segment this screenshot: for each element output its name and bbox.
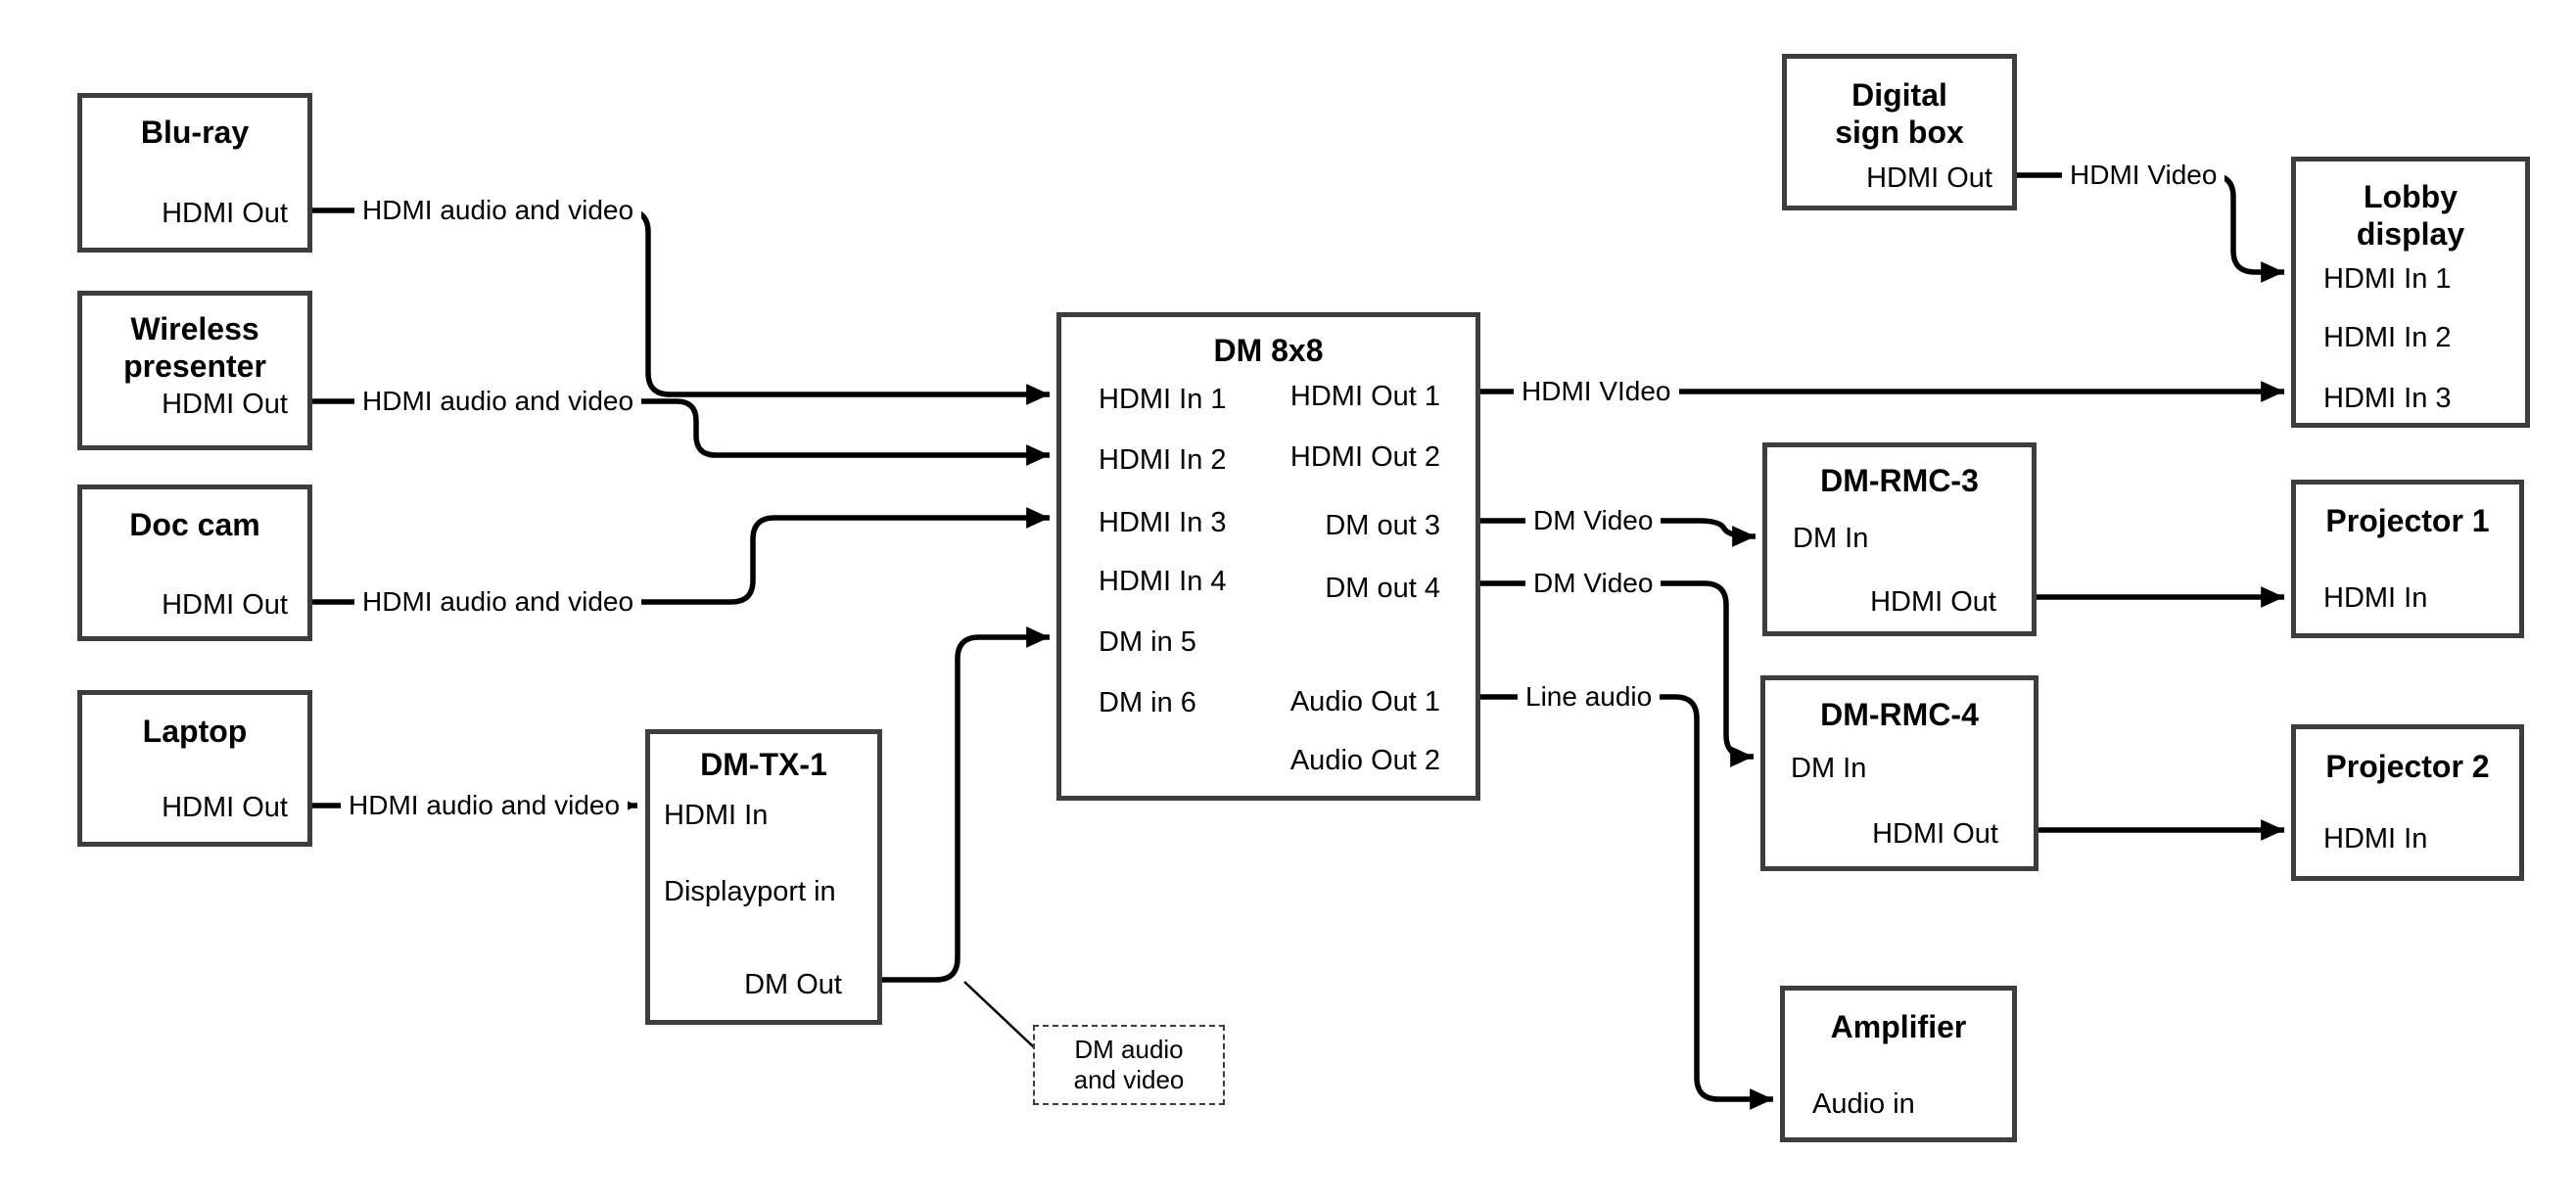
port-hdmi-out-2: HDMI Out 2	[1289, 441, 1440, 473]
port-hdmi-in-2: HDMI In 2	[1099, 444, 1227, 476]
edge-label-dm-video-out3: DM Video	[1525, 504, 1662, 537]
port-audio-in: Audio in	[1812, 1088, 1915, 1120]
node-title: Digital sign box	[1835, 77, 1964, 150]
port-hdmi-out-1: HDMI Out 1	[1289, 381, 1440, 412]
port-hdmi-in-1: HDMI In 1	[2323, 263, 2452, 295]
node-amplifier: Amplifier Audio in	[1780, 986, 2017, 1142]
node-dm-tx-1: DM-TX-1 HDMI In Displayport in DM Out	[645, 729, 882, 1025]
callout-dm-audio-and-video: DM audio and video	[1033, 1025, 1225, 1105]
port-hdmi-in-1: HDMI In 1	[1099, 384, 1227, 415]
edge-dm8x8-dm-out-3-to-rmc3-dm-in	[1480, 518, 1756, 547]
port-hdmi-out: HDMI Out	[1872, 818, 1998, 850]
port-audio-out-1: Audio Out 1	[1289, 686, 1440, 717]
port-audio-out-2: Audio Out 2	[1289, 745, 1440, 776]
port-hdmi-in: HDMI In	[2323, 823, 2428, 855]
port-dm-out-3: DM out 3	[1325, 510, 1440, 541]
node-title: Doc cam	[129, 507, 260, 542]
node-dm-rmc-3: DM-RMC-3 DM In HDMI Out	[1762, 442, 2037, 636]
edge-label-hdmi-audio-video-3: HDMI audio and video	[354, 585, 642, 619]
port-hdmi-out: HDMI Out	[162, 792, 288, 823]
node-title: DM-RMC-4	[1820, 697, 1979, 732]
node-projector-2: Projector 2 HDMI In	[2291, 724, 2524, 881]
callout-leader-line	[963, 981, 1035, 1048]
edge-label-dm-video-out4: DM Video	[1525, 567, 1662, 600]
node-title: DM-RMC-3	[1820, 463, 1979, 498]
edge-label-hdmi-audio-video-1: HDMI audio and video	[354, 194, 642, 227]
node-projector-1: Projector 1 HDMI In	[2291, 480, 2524, 638]
node-title: Wireless presenter	[123, 311, 266, 384]
port-hdmi-in-4: HDMI In 4	[1099, 566, 1227, 597]
edge-label-hdmi-audio-video-2: HDMI audio and video	[354, 385, 642, 418]
node-laptop: Laptop HDMI Out	[77, 690, 312, 847]
port-dm-in-5: DM in 5	[1099, 626, 1196, 658]
node-title: Laptop	[142, 714, 248, 749]
edge-label-hdmi-video-sign: HDMI Video	[2062, 159, 2225, 192]
edge-dm8x8-audio-out-1-to-amplifier	[1480, 694, 1773, 1110]
node-digital-sign-box: Digital sign box HDMI Out	[1782, 54, 2017, 210]
port-hdmi-in-3: HDMI In 3	[1099, 507, 1227, 538]
port-dm-out: DM Out	[744, 969, 842, 1000]
port-dm-in-6: DM in 6	[1099, 687, 1196, 718]
node-wireless-presenter: Wireless presenter HDMI Out	[77, 291, 312, 450]
node-title: DM 8x8	[1213, 333, 1324, 368]
port-hdmi-out: HDMI Out	[162, 198, 288, 229]
port-hdmi-in-2: HDMI In 2	[2323, 322, 2452, 353]
edge-doccam-to-dm8x8-hdmi-in-3	[312, 507, 1050, 605]
node-lobby-display: Lobby display HDMI In 1 HDMI In 2 HDMI I…	[2291, 157, 2530, 428]
callout-text: DM audio and video	[1073, 1035, 1185, 1094]
node-title: Amplifier	[1830, 1009, 1967, 1044]
edge-wireless-to-dm8x8-hdmi-in-2	[312, 398, 1050, 466]
port-dm-out-4: DM out 4	[1325, 573, 1440, 604]
port-hdmi-in: HDMI In	[2323, 582, 2428, 614]
port-displayport-in: Displayport in	[664, 876, 836, 907]
edge-dmtx1-to-dm8x8-dm-in-5	[882, 626, 1050, 983]
port-hdmi-in-3: HDMI In 3	[2323, 383, 2452, 414]
port-dm-in: DM In	[1793, 523, 1869, 554]
edge-label-line-audio: Line audio	[1518, 680, 1661, 714]
node-bluray: Blu-ray HDMI Out	[77, 93, 312, 253]
port-hdmi-out: HDMI Out	[162, 389, 288, 420]
node-title: Blu-ray	[140, 115, 250, 150]
node-dm-8x8: DM 8x8 HDMI In 1 HDMI In 2 HDMI In 3 HDM…	[1056, 312, 1480, 801]
node-title: Projector 2	[2325, 749, 2490, 784]
edge-dm8x8-dm-out-4-to-rmc4-dm-in	[1480, 580, 1754, 767]
port-hdmi-in: HDMI In	[664, 800, 769, 831]
node-title: Lobby display	[2356, 179, 2465, 252]
node-doc-cam: Doc cam HDMI Out	[77, 485, 312, 641]
node-title: Projector 1	[2325, 503, 2490, 538]
port-dm-in: DM In	[1791, 753, 1867, 784]
edge-label-hdmi-video-out1: HDMI VIdeo	[1514, 375, 1679, 408]
port-hdmi-out: HDMI Out	[1870, 586, 1996, 618]
edge-bluray-to-dm8x8-hdmi-in-1	[312, 208, 1050, 405]
port-hdmi-out: HDMI Out	[1866, 162, 1992, 194]
edge-label-hdmi-audio-video-4: HDMI audio and video	[341, 789, 629, 822]
node-dm-rmc-4: DM-RMC-4 DM In HDMI Out	[1760, 675, 2038, 871]
port-hdmi-out: HDMI Out	[162, 589, 288, 621]
node-title: DM-TX-1	[700, 747, 827, 782]
